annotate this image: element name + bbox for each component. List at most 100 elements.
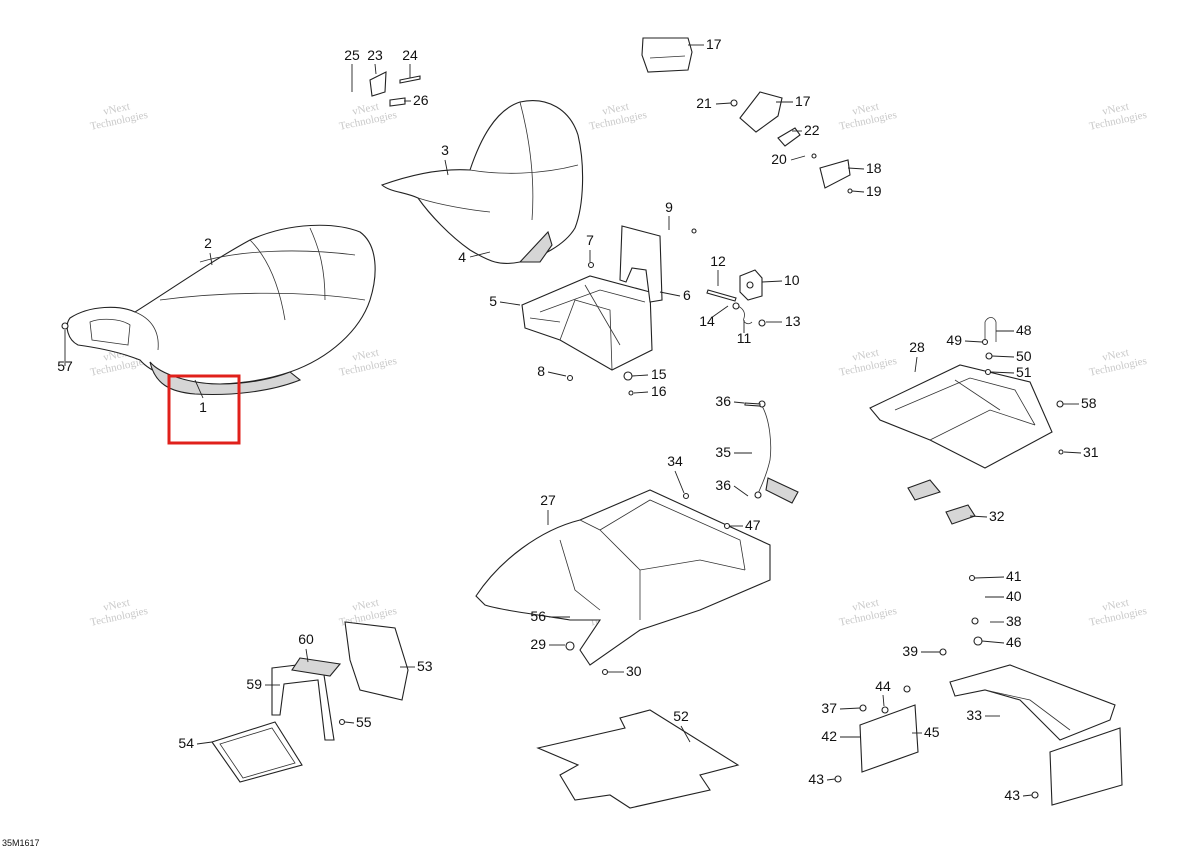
- callout-label-7[interactable]: 7: [586, 232, 594, 248]
- callout-label-2[interactable]: 2: [204, 235, 212, 251]
- watermark-line1: vNext: [351, 596, 380, 613]
- callout-label-22[interactable]: 22: [804, 122, 820, 138]
- callout-label-54[interactable]: 54: [178, 735, 194, 751]
- leader-line-4: [469, 251, 491, 258]
- callout-label-39[interactable]: 39: [902, 643, 918, 659]
- callout-label-29[interactable]: 29: [530, 636, 546, 652]
- callout-label-26[interactable]: 26: [413, 92, 429, 108]
- callout-label-33[interactable]: 33: [966, 707, 982, 723]
- callout-label-10[interactable]: 10: [784, 272, 800, 288]
- part-small-bracket-26: [369, 71, 421, 107]
- leader-line-18: [847, 167, 865, 170]
- callout-label-41[interactable]: 41: [1006, 568, 1022, 584]
- callout-label-11[interactable]: 11: [737, 330, 752, 346]
- callout-label-18[interactable]: 18: [866, 160, 882, 176]
- drawing-code: 35M1617: [2, 838, 40, 848]
- callout-label-31[interactable]: 31: [1083, 444, 1099, 460]
- callout-label-32[interactable]: 32: [989, 508, 1005, 524]
- leader-line-52: [680, 725, 691, 743]
- callout-label-53[interactable]: 53: [417, 658, 433, 674]
- callout-label-16[interactable]: 16: [651, 383, 667, 399]
- callout-label-45[interactable]: 45: [924, 724, 940, 740]
- callout-label-19[interactable]: 19: [866, 183, 882, 199]
- callout-label-13[interactable]: 13: [785, 313, 801, 329]
- leader-line-3: [444, 159, 449, 176]
- callout-label-37[interactable]: 37: [821, 700, 837, 716]
- part-battery-pad: [291, 657, 342, 677]
- callout-label-57[interactable]: 57: [57, 358, 73, 374]
- part-seat-base-1: [149, 361, 302, 396]
- leader-line-51: [990, 371, 1015, 374]
- callout-label-40[interactable]: 40: [1006, 588, 1022, 604]
- callout-label-23[interactable]: 23: [367, 47, 383, 63]
- callout-label-35[interactable]: 35: [715, 444, 731, 460]
- callout-label-59[interactable]: 59: [246, 676, 262, 692]
- callout-label-3[interactable]: 3: [441, 142, 449, 158]
- leader-line-44: [882, 694, 885, 707]
- part-grab-handle: [641, 37, 783, 133]
- callout-label-5[interactable]: 5: [489, 293, 497, 309]
- part-rod-48: [984, 317, 997, 342]
- leader-line-36: [733, 485, 749, 497]
- callout-label-9[interactable]: 9: [665, 199, 673, 215]
- callout-label-14[interactable]: 14: [699, 313, 715, 329]
- callout-label-48[interactable]: 48: [1016, 322, 1032, 338]
- callout-label-28[interactable]: 28: [909, 339, 925, 355]
- watermark-line1: vNext: [102, 100, 131, 117]
- leader-line-19: [851, 190, 865, 193]
- callout-label-46[interactable]: 46: [1006, 634, 1022, 650]
- callout-highlight-box: [167, 374, 241, 445]
- callout-label-50[interactable]: 50: [1016, 348, 1032, 364]
- part-driver-seat: [380, 100, 584, 265]
- callout-label-1[interactable]: 1: [199, 399, 207, 415]
- callout-label-43[interactable]: 43: [1004, 787, 1020, 803]
- callout-label-6[interactable]: 6: [683, 287, 691, 303]
- callout-label-60[interactable]: 60: [298, 631, 314, 647]
- callout-label-17[interactable]: 17: [795, 93, 811, 109]
- callout-label-47[interactable]: 47: [745, 517, 761, 533]
- callout-label-15[interactable]: 15: [651, 366, 667, 382]
- callout-label-20[interactable]: 20: [771, 151, 787, 167]
- callout-label-42[interactable]: 42: [821, 728, 837, 744]
- leader-line-8: [547, 371, 567, 377]
- callout-label-4[interactable]: 4: [458, 249, 466, 265]
- callout-label-36[interactable]: 36: [715, 393, 731, 409]
- callout-label-55[interactable]: 55: [356, 714, 372, 730]
- callout-label-25[interactable]: 25: [344, 47, 360, 63]
- leader-line-20: [790, 155, 806, 161]
- leader-line-1: [194, 379, 204, 399]
- callout-label-30[interactable]: 30: [626, 663, 642, 679]
- leader-line-54: [196, 741, 213, 745]
- callout-label-36[interactable]: 36: [715, 477, 731, 493]
- callout-label-8[interactable]: 8: [537, 363, 545, 379]
- leader-line-28: [914, 356, 918, 373]
- callout-label-44[interactable]: 44: [875, 678, 891, 694]
- callout-label-12[interactable]: 12: [710, 253, 726, 269]
- callout-label-52[interactable]: 52: [673, 708, 689, 724]
- callout-label-34[interactable]: 34: [667, 453, 683, 469]
- callout-label-38[interactable]: 38: [1006, 613, 1022, 629]
- leader-line-43: [1022, 794, 1033, 797]
- part-seat-frame: [521, 275, 653, 371]
- leader-line-46: [981, 640, 1005, 644]
- callout-label-27[interactable]: 27: [540, 492, 556, 508]
- callout-label-17[interactable]: 17: [706, 36, 722, 52]
- callout-label-43[interactable]: 43: [808, 771, 824, 787]
- callout-label-51[interactable]: 51: [1016, 364, 1032, 380]
- callout-label-49[interactable]: 49: [946, 332, 962, 348]
- leader-line-36: [733, 401, 745, 404]
- callout-label-21[interactable]: 21: [696, 95, 712, 111]
- callout-label-24[interactable]: 24: [402, 47, 418, 63]
- part-rack-bracket: [907, 479, 976, 525]
- part-latch-spring: [737, 305, 753, 325]
- callout-label-58[interactable]: 58: [1081, 395, 1097, 411]
- callout-label-56[interactable]: 56: [530, 608, 546, 624]
